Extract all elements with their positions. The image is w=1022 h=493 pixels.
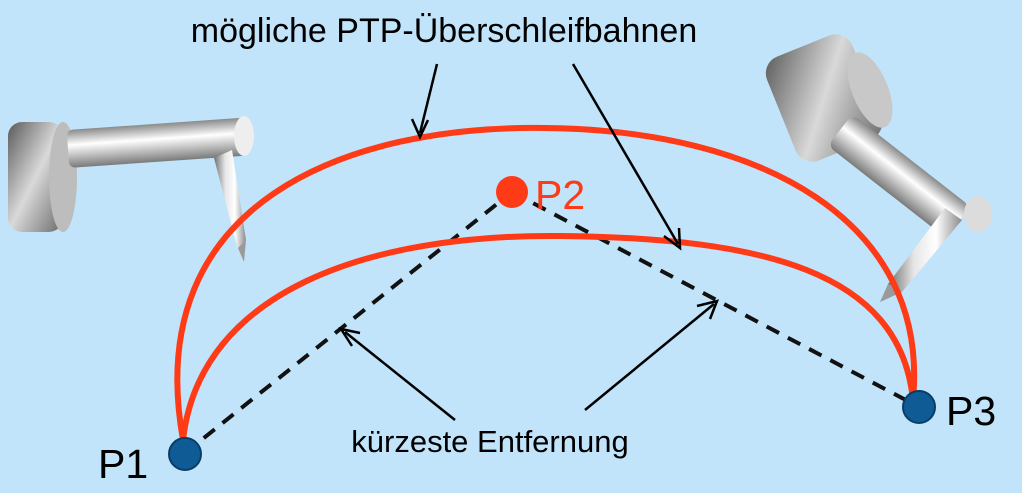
point-p1-label: P1 [98, 441, 148, 487]
title-arrows [410, 63, 682, 251]
point-p3 [902, 390, 936, 424]
right-robot-arm [765, 34, 992, 302]
bottom-label: kürzeste Entfernung [351, 424, 628, 459]
point-p2-label: P2 [535, 172, 585, 218]
inner-blend-path [180, 232, 916, 441]
bottom-arrows [338, 299, 720, 421]
point-p1 [168, 437, 202, 471]
point-p2 [496, 176, 528, 208]
point-p3-label: P3 [946, 388, 996, 434]
outer-blend-path [174, 124, 918, 441]
title-label: mögliche PTP-Überschleifbahnen [191, 12, 697, 50]
left-robot-arm [8, 116, 254, 262]
dashed-line-p2-p3 [511, 190, 920, 409]
dashed-line-p1-p2 [183, 190, 514, 455]
